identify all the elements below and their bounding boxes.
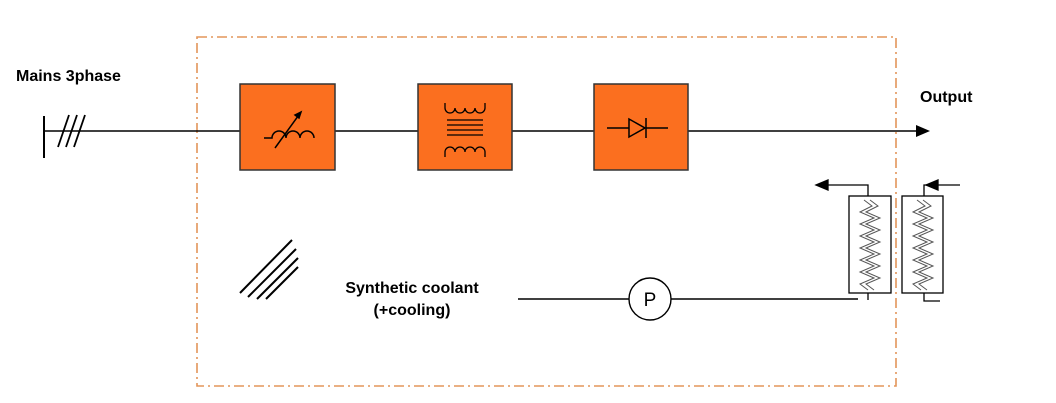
variable-inductor-icon bbox=[264, 110, 315, 149]
pump-letter: P bbox=[644, 290, 657, 311]
diode-icon bbox=[607, 117, 668, 139]
mains-line bbox=[43, 114, 240, 158]
output-label: Output bbox=[920, 89, 973, 106]
regulating-transformer-block bbox=[239, 83, 336, 171]
mains-label: Mains 3phase bbox=[16, 68, 121, 85]
pump-icon: P bbox=[628, 277, 672, 321]
output-arrow-icon bbox=[916, 125, 930, 137]
coolant-label-line2: (+cooling) bbox=[373, 302, 451, 319]
rectifier-block bbox=[593, 83, 689, 171]
output-line bbox=[688, 125, 930, 137]
transformer-icon bbox=[444, 103, 486, 157]
coolant-label-line1: Synthetic coolant bbox=[345, 280, 479, 297]
heat-exchanger-icon bbox=[814, 179, 960, 302]
coolant-label: Synthetic coolant (+cooling) bbox=[316, 278, 508, 322]
transformer-block bbox=[417, 83, 513, 171]
hatch-symbol bbox=[239, 239, 299, 300]
enclosure-boundary bbox=[196, 36, 897, 387]
